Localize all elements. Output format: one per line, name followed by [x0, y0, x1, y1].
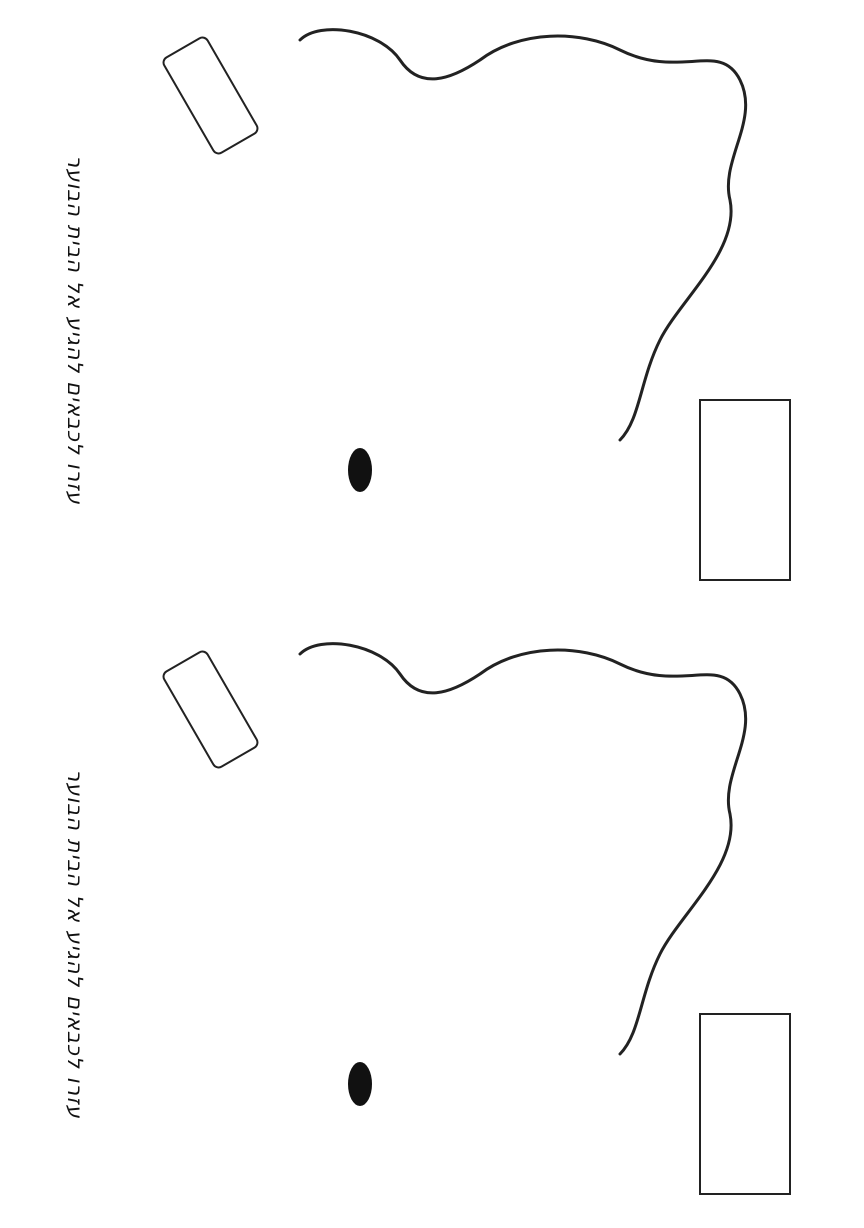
maze-worksheet-bottom: עזרו לכבאים להגיע אל הבית הבוער	[0, 614, 864, 1228]
maze-worksheet-top: עזרו לכבאים להגיע אל הבית הבוער	[63, 0, 864, 614]
maze[interactable]	[120, 614, 864, 1228]
maze-walls	[298, 28, 748, 442]
fire-truck-icon	[162, 650, 259, 769]
fire-truck-icon	[162, 36, 259, 155]
maze[interactable]	[120, 0, 864, 614]
instruction-text: עזרו לכבאים להגיע אל הבית הבוער	[63, 769, 87, 1119]
maze-obstacle-icons	[348, 1062, 372, 1106]
burning-house-icon	[699, 399, 791, 581]
maze-obstacle-icons	[348, 448, 372, 492]
maze-walls	[298, 642, 748, 1056]
instruction-text: עזרו לכבאים להגיע אל הבית הבוער	[63, 155, 87, 505]
burning-house-icon	[699, 1013, 791, 1195]
